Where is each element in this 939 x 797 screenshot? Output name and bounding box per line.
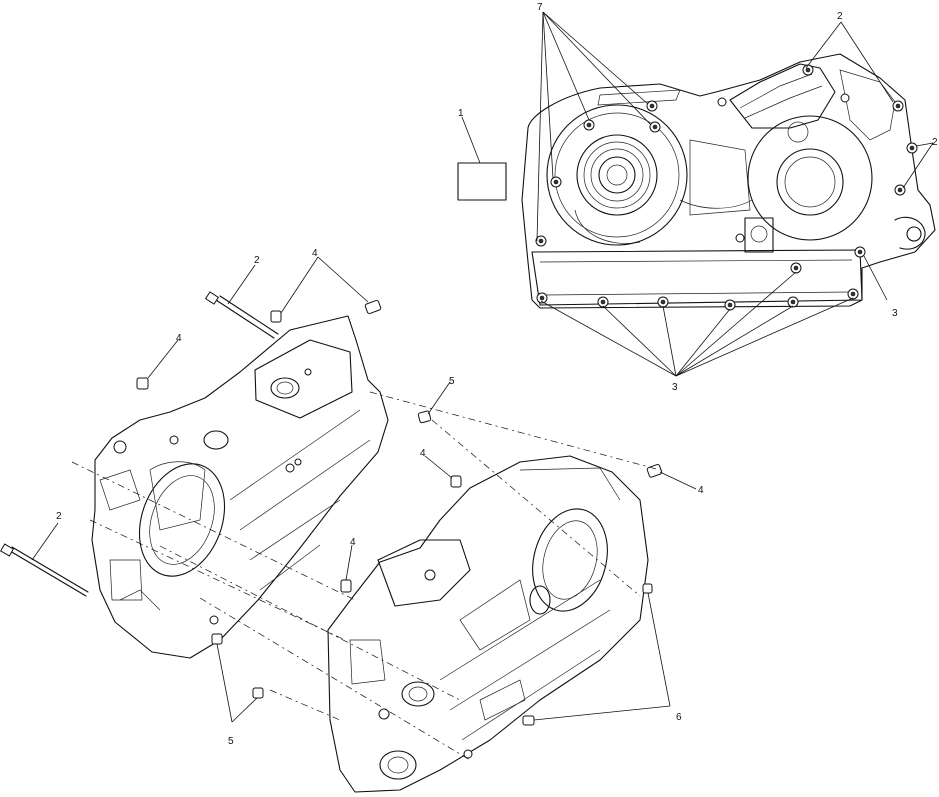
callout-1: 1	[458, 108, 464, 119]
left-case-half	[91, 315, 389, 659]
callout-6: 6	[676, 712, 682, 723]
dowel-pin	[364, 299, 382, 315]
left-bearing-outer	[576, 134, 658, 216]
callout-4-upper: 4	[312, 248, 318, 259]
dowel-pin	[417, 410, 432, 424]
dowel-pin	[211, 633, 223, 645]
callout-2-upper-bolt: 2	[254, 255, 260, 266]
dowel-pin	[522, 715, 535, 726]
callout-3-bottom: 3	[672, 382, 678, 393]
dowel-pin	[450, 475, 462, 488]
assembled-case-outline	[521, 53, 936, 309]
callout-numbers: 1 7 2 2 3 3 2 2 4 4 4 4 4 5 5 6	[56, 2, 938, 747]
callout-2-lower-bolt: 2	[56, 511, 62, 522]
left-case-outline	[91, 315, 389, 659]
dowel-pin	[252, 687, 264, 699]
callout-4-right: 4	[698, 485, 704, 496]
callout-3-right: 3	[892, 308, 898, 319]
right-ear-hole	[906, 226, 922, 242]
dowel-pin	[340, 579, 352, 593]
callout-2-right: 2	[932, 137, 938, 148]
dowel-pin	[270, 310, 282, 323]
right-case-half-exploded	[327, 455, 649, 793]
right-bore	[776, 148, 844, 216]
callout-5-upper: 5	[449, 376, 455, 387]
alignment-lines	[71, 391, 661, 761]
long-bolt-lower	[0, 543, 89, 597]
callout-7: 7	[537, 2, 543, 13]
right-case-half	[747, 115, 873, 241]
long-bolt-upper	[204, 291, 279, 339]
dowel-pin	[136, 377, 149, 390]
right-case-outline	[327, 455, 649, 793]
leader-lines	[31, 11, 934, 723]
callout-2-top: 2	[837, 11, 843, 22]
center-boss	[744, 217, 774, 253]
decal-label-box	[457, 162, 507, 201]
callout-4-middle: 4	[420, 448, 426, 459]
left-cover	[546, 104, 688, 246]
callout-4-left: 4	[176, 333, 182, 344]
dowel-pin	[642, 583, 653, 594]
dowel-pin	[646, 463, 663, 478]
callout-4-lower: 4	[350, 537, 356, 548]
callout-5-lower: 5	[228, 736, 234, 747]
assembled-bolt-heads	[535, 64, 918, 311]
dowel-pins	[136, 299, 663, 726]
assembled-crankcase-view	[457, 53, 936, 311]
